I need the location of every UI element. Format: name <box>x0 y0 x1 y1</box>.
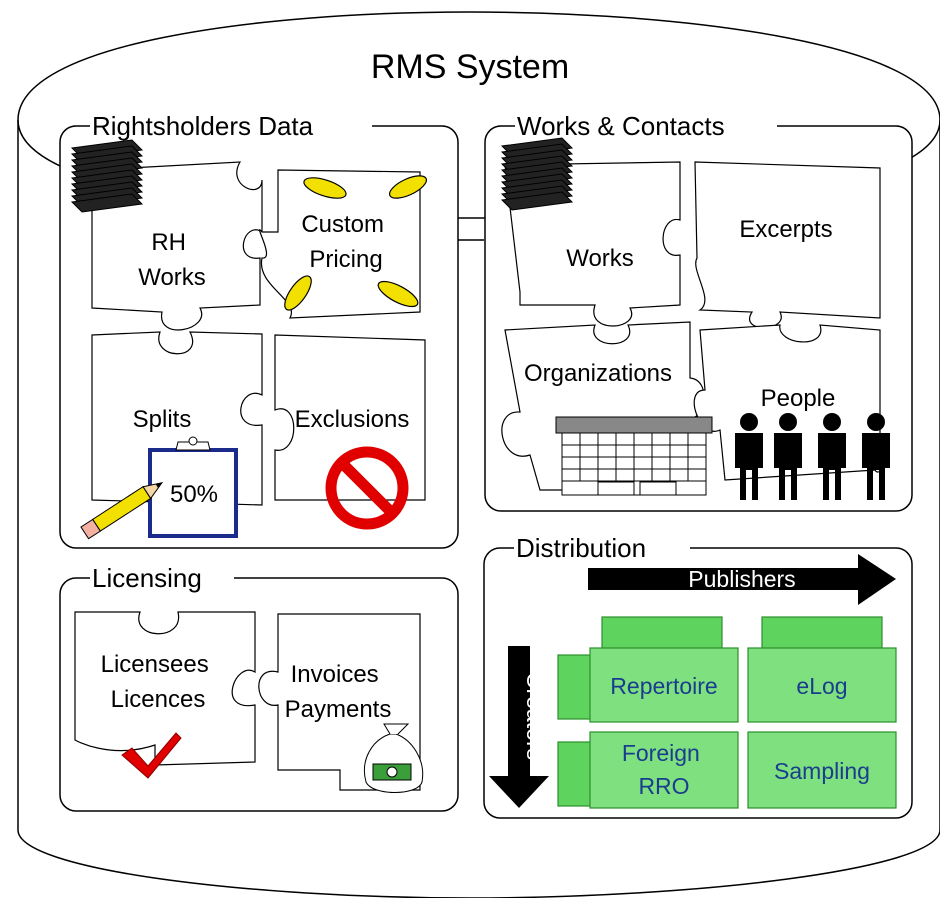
rightsholders-heading: Rightsholders Data <box>92 111 314 141</box>
document-stack-icon <box>501 137 573 211</box>
system-title: RMS System <box>371 48 569 86</box>
document-stack-icon <box>71 139 143 213</box>
works-label: Works <box>566 245 634 272</box>
licensing-heading: Licensing <box>92 563 202 593</box>
no-sign-icon <box>325 446 409 530</box>
publishers-label: Publishers <box>688 566 795 592</box>
puzzle-piece-excerpts <box>694 161 881 329</box>
excerpts-label: Excerpts <box>739 216 832 243</box>
foreign-rro-box <box>589 731 739 809</box>
works-contacts-section: Works & Contacts Works Excerpts Organiza… <box>484 111 913 512</box>
rh-works-label: RH Works <box>138 229 206 291</box>
repertoire-box <box>589 647 739 723</box>
arrow-right-icon <box>588 554 896 605</box>
foreign-rro-label: Foreign RRO <box>622 740 706 799</box>
distribution-section: Distribution Publishers Creators Reperto… <box>483 533 913 819</box>
building-icon <box>555 416 713 496</box>
people-label: People <box>761 385 836 412</box>
repertoire-tab <box>601 616 723 650</box>
pencil-icon <box>80 482 164 540</box>
repertoire-label: Repertoire <box>610 673 717 699</box>
money-bag-icon <box>364 723 424 793</box>
distribution-heading: Distribution <box>516 533 646 563</box>
sampling-label: Sampling <box>774 758 870 784</box>
puzzle-piece-licensees <box>74 611 256 766</box>
works-contacts-heading: Works & Contacts <box>517 111 725 141</box>
splits-label: Splits <box>133 406 192 433</box>
organizations-label: Organizations <box>524 360 672 387</box>
clipboard-icon: 50% <box>148 436 238 538</box>
sampling-box <box>747 731 897 809</box>
elog-tab <box>761 616 883 650</box>
creators-label: Creators <box>522 672 548 760</box>
coin-icon <box>284 175 428 311</box>
licensing-section: Licensing Licensees Licences Invoices Pa… <box>59 563 459 812</box>
elog-label: eLog <box>796 673 847 699</box>
licensees-label: Licensees Licences <box>101 651 216 713</box>
arrow-down-icon <box>489 646 549 808</box>
exclusions-label: Exclusions <box>295 406 410 433</box>
elog-box <box>747 647 897 723</box>
invoices-label: Invoices Payments <box>285 661 392 723</box>
split-value: 50% <box>170 481 218 508</box>
custom-pricing-label: Custom Pricing <box>301 211 390 273</box>
checkmark-icon <box>121 732 182 779</box>
rightsholders-section: Rightsholders Data RH Works Custom Prici… <box>59 111 459 549</box>
